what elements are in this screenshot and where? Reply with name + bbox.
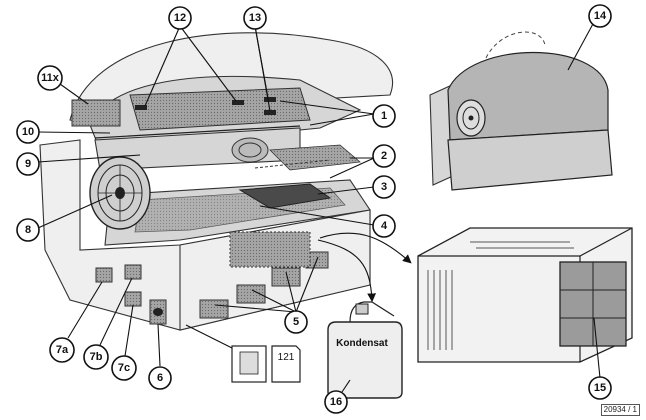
callout-7c: 7c [111, 355, 137, 381]
leader-lines [37, 21, 601, 393]
svg-text:5: 5 [293, 316, 299, 328]
ac-vent-slats [427, 241, 574, 350]
callout-8: 8 [16, 218, 40, 242]
bench-reflector-plate [238, 183, 332, 209]
svg-text:2: 2 [381, 150, 387, 162]
side-filter-7a [95, 267, 113, 283]
canopy-lamp-holder-c [264, 97, 276, 102]
callout-14: 14 [588, 4, 612, 28]
svg-text:8: 8 [25, 224, 31, 236]
svg-text:1: 1 [381, 110, 387, 122]
callout-15: 15 [588, 376, 612, 400]
canopy-edge [94, 125, 301, 139]
callout-11x: 11x [37, 65, 63, 91]
svg-text:7b: 7b [90, 351, 103, 363]
svg-text:10: 10 [22, 126, 34, 138]
ac-unit-outline [229, 231, 311, 268]
alt-fan [456, 99, 486, 137]
page-reference-icon [271, 345, 301, 383]
callout-7b: 7b [83, 344, 109, 370]
callout-13: 13 [243, 6, 267, 30]
dashed-guide [254, 159, 331, 169]
svg-text:16: 16 [330, 396, 342, 408]
alternate-model-unit [429, 31, 613, 191]
arrow-to-canister [317, 239, 377, 303]
side-filter-7b [124, 264, 142, 280]
svg-text:15: 15 [594, 382, 606, 394]
svg-text:11x: 11x [41, 72, 60, 84]
svg-text:14: 14 [594, 10, 607, 22]
callout-7a: 7a [49, 337, 75, 363]
side-filter-7c [124, 291, 142, 307]
callout-12: 12 [168, 6, 192, 30]
condensate-canister: Kondensat [327, 301, 403, 399]
svg-text:13: 13 [249, 12, 261, 24]
svg-text:6: 6 [157, 372, 163, 384]
control-knob-icon [153, 308, 163, 316]
callout-9: 9 [16, 152, 40, 176]
alt-canopy [447, 51, 609, 141]
canister-label: Kondensat [336, 338, 388, 349]
callout-6: 6 [148, 366, 172, 390]
facial-tanner-filter [71, 99, 121, 127]
page-reference-number: 121 [278, 352, 295, 363]
canopy-lamp-holder-b [232, 100, 244, 105]
canister-cap-icon [355, 303, 369, 315]
svg-text:7a: 7a [56, 344, 69, 356]
canopy-side-filters [269, 144, 361, 171]
front-filter-1 [199, 299, 229, 319]
canopy-lamp-holder-a [135, 105, 147, 110]
callout-3: 3 [372, 175, 396, 199]
air-conditioner-unit [417, 227, 633, 363]
manual-leader [185, 324, 233, 349]
svg-text:7c: 7c [118, 362, 130, 374]
solarium-main-unit: 121 [39, 32, 394, 383]
svg-text:4: 4 [381, 220, 388, 232]
canopy-lamp-holder-d [264, 110, 276, 115]
callout-2: 2 [372, 144, 396, 168]
callout-4: 4 [372, 214, 396, 238]
svg-text:9: 9 [25, 158, 31, 170]
front-filter-2 [236, 284, 266, 304]
callout-5: 5 [284, 310, 308, 334]
svg-text:3: 3 [381, 181, 387, 193]
main-fan [89, 156, 151, 230]
manual-display-screen [239, 351, 259, 375]
callout-16: 16 [324, 390, 348, 414]
callout-1: 1 [372, 104, 396, 128]
front-filter-3 [271, 267, 301, 287]
arrow-to-ac-unit [319, 232, 412, 264]
alt-bench [447, 129, 613, 191]
callout-10: 10 [16, 120, 40, 144]
figure-reference-number: 20934 / 1 [600, 404, 640, 416]
svg-text:12: 12 [174, 12, 186, 24]
upper-fan-grille [231, 137, 269, 163]
